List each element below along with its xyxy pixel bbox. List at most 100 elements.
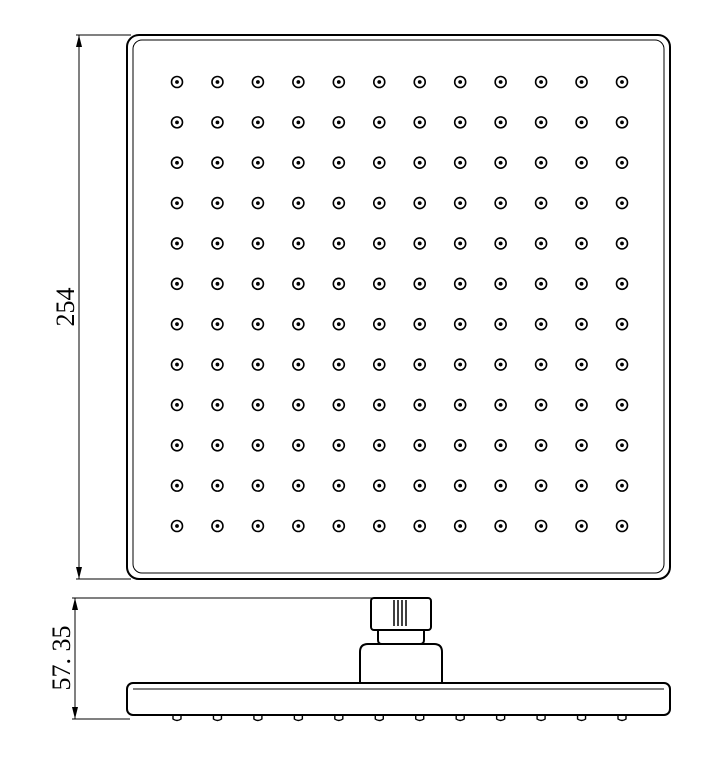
nozzle-center xyxy=(215,362,220,367)
nozzle xyxy=(170,398,184,412)
nozzle-center xyxy=(215,241,220,246)
nozzle xyxy=(413,479,427,492)
nozzle-ring xyxy=(211,116,224,129)
nozzle xyxy=(372,479,386,492)
nozzle xyxy=(211,156,224,170)
nozzle xyxy=(413,237,427,250)
nozzle-ring xyxy=(494,438,507,452)
nozzle-center xyxy=(336,80,341,84)
nozzle-center xyxy=(539,241,543,246)
nozzle xyxy=(211,438,224,452)
nozzle-center xyxy=(458,322,463,327)
nozzle xyxy=(332,519,346,533)
nozzle xyxy=(534,196,548,210)
nozzle xyxy=(615,358,629,371)
nozzle-center xyxy=(539,120,543,125)
nozzle xyxy=(292,75,305,89)
nozzle-ring xyxy=(251,75,265,89)
nozzle-center xyxy=(458,362,463,367)
nozzle-center xyxy=(175,403,179,407)
nozzle-ring xyxy=(251,237,265,250)
nozzle xyxy=(292,519,305,533)
nozzle xyxy=(292,237,305,250)
nozzle-ring xyxy=(211,75,224,89)
nozzle-ring xyxy=(332,358,346,371)
nozzle-ring xyxy=(292,317,305,331)
dimension-label-total-height: 57. 35 xyxy=(47,626,76,691)
nozzle-ring xyxy=(211,479,224,492)
nozzle-center xyxy=(336,483,341,488)
nozzle-ring xyxy=(453,75,467,89)
nozzle-center xyxy=(215,443,220,448)
nozzle xyxy=(292,277,305,291)
nozzle-ring xyxy=(372,358,386,371)
nozzle-center xyxy=(417,322,422,327)
nozzle-center xyxy=(579,483,584,488)
side-nozzle xyxy=(374,715,384,722)
nozzle xyxy=(575,519,588,533)
nozzle xyxy=(211,277,224,291)
nozzle-ring xyxy=(494,479,507,492)
side-nozzle xyxy=(334,715,344,722)
side-nozzle xyxy=(172,715,182,722)
nozzle-ring xyxy=(332,116,346,129)
nozzle-ring xyxy=(615,277,629,291)
nozzle-center xyxy=(620,120,624,125)
nozzle-center xyxy=(417,201,422,205)
nozzle-ring xyxy=(453,196,467,210)
nozzle-ring xyxy=(494,277,507,291)
nozzle-ring xyxy=(534,277,548,291)
nozzle-ring xyxy=(615,519,629,533)
nozzle-center xyxy=(377,80,382,84)
nozzle-center xyxy=(256,322,260,327)
nozzle-center xyxy=(417,362,422,367)
nozzle-center xyxy=(458,403,463,407)
nozzle xyxy=(615,116,629,129)
nozzle xyxy=(332,196,346,210)
nozzle-ring xyxy=(170,519,184,533)
nozzle xyxy=(413,317,427,331)
nozzle-center xyxy=(620,201,624,205)
nozzle xyxy=(372,519,386,533)
nozzle-ring xyxy=(211,156,224,170)
nozzle-center xyxy=(215,403,220,407)
nozzle-center xyxy=(215,524,220,528)
nozzle xyxy=(211,237,224,250)
nozzle xyxy=(615,519,629,533)
nozzle xyxy=(453,317,467,331)
nozzle-ring xyxy=(453,317,467,331)
nozzle xyxy=(615,196,629,210)
nozzle-center xyxy=(296,201,301,205)
nozzle-ring xyxy=(575,479,588,492)
nozzle-ring xyxy=(170,196,184,210)
nozzle-center xyxy=(620,483,624,488)
nozzle xyxy=(332,358,346,371)
nozzle xyxy=(494,75,507,89)
nozzle-center xyxy=(417,120,422,125)
nozzle xyxy=(332,479,346,492)
nozzle-center xyxy=(336,362,341,367)
nozzle-center xyxy=(175,322,179,327)
nozzle-ring xyxy=(292,237,305,250)
nozzle-ring xyxy=(575,196,588,210)
nozzle-ring xyxy=(575,317,588,331)
nozzle-ring xyxy=(372,317,386,331)
nozzle-ring xyxy=(615,479,629,492)
nozzle-ring xyxy=(575,438,588,452)
nozzle xyxy=(292,398,305,412)
nozzle-ring xyxy=(170,277,184,291)
dimension-label-plate-size: 254 xyxy=(51,288,80,327)
nozzle-ring xyxy=(534,519,548,533)
nozzle xyxy=(372,317,386,331)
nozzle-center xyxy=(417,281,422,286)
nozzle-ring xyxy=(453,116,467,129)
nozzle xyxy=(453,237,467,250)
nozzle xyxy=(534,317,548,331)
plate-outline xyxy=(126,34,671,580)
nozzle-ring xyxy=(413,277,427,291)
nozzle xyxy=(534,156,548,170)
nozzle-ring xyxy=(413,237,427,250)
nozzle-ring xyxy=(332,196,346,210)
nozzle-ring xyxy=(534,479,548,492)
nozzle xyxy=(332,398,346,412)
